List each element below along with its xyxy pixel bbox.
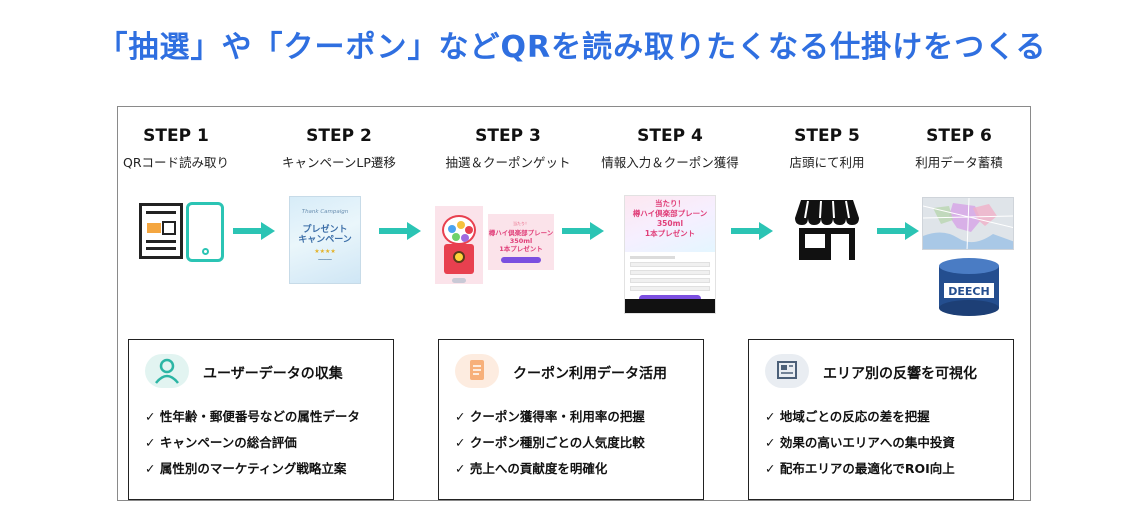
panel-item: ✓ キャンペーンの総合評価: [145, 435, 297, 450]
panel-user-data: ユーザーデータの収集 ✓ 性年齢・郵便番号などの属性データ ✓ キャンペーンの総…: [128, 339, 394, 500]
arrow-right-icon: [562, 222, 604, 240]
panel-item: ✓ クーポン種別ごとの人気度比較: [455, 435, 645, 450]
gacha-machine-image: [435, 206, 483, 284]
panel-area-data: エリア別の反響を可視化 ✓ 地域ごとの反応の差を把握 ✓ 効果の高いエリアへの集…: [748, 339, 1014, 500]
step-title: キャンペーンLP遷移: [282, 155, 396, 170]
step-number: STEP 5: [794, 126, 860, 146]
arrow-right-icon: [877, 222, 919, 240]
campaign-stars: ★★★★: [314, 248, 336, 255]
user-icon: [145, 354, 189, 388]
map-panel-icon: [765, 354, 809, 388]
campaign-date: ━━━━━: [318, 258, 332, 263]
store-icon: [795, 200, 859, 260]
step-number: STEP 6: [926, 126, 992, 146]
campaign-subtitle: Thank Campaign: [301, 209, 349, 215]
coupon-button: [501, 257, 541, 263]
step-1: STEP 1 QRコード読み取り: [96, 126, 256, 171]
panel-item: ✓ 効果の高いエリアへの集中投資: [765, 435, 955, 450]
arrow-right-icon: [731, 222, 773, 240]
panel-item: ✓ クーポン獲得率・利用率の把握: [455, 409, 645, 424]
step-6: STEP 6 利用データ蓄積: [879, 126, 1039, 171]
form-hero-text: 当たり！ 樽ハイ倶楽部プレーン 350ml 1本プレゼント: [632, 199, 708, 238]
page-headline: 「抽選」や「クーポン」などQRを読み取りたくなる仕掛けをつくる: [97, 30, 1047, 65]
arrow-right-icon: [233, 222, 275, 240]
step-4: STEP 4 情報入力＆クーポン獲得: [590, 126, 750, 171]
step-2: STEP 2 キャンペーンLP遷移: [259, 126, 419, 171]
arrow-right-icon: [379, 222, 421, 240]
panel-title: エリア別の反響を可視化: [823, 366, 977, 382]
panel-item: ✓ 地域ごとの反応の差を把握: [765, 409, 930, 424]
panel-title: クーポン利用データ活用: [513, 366, 667, 382]
form-submit-button: [639, 295, 701, 302]
step-number: STEP 1: [143, 126, 209, 146]
flyer-icon: [139, 203, 183, 259]
entry-form-image: 当たり！ 樽ハイ倶楽部プレーン 350ml 1本プレゼント: [624, 195, 716, 314]
panel-item: ✓ 性年齢・郵便番号などの属性データ: [145, 409, 360, 424]
panel-coupon-data: クーポン利用データ活用 ✓ クーポン獲得率・利用率の把握 ✓ クーポン種別ごとの…: [438, 339, 704, 500]
database-label: DEECH: [948, 285, 989, 298]
coupon-image: 当たり！ 樽ハイ倶楽部プレーン 350ml 1本プレゼント: [488, 214, 554, 270]
database-icon: DEECH: [939, 258, 999, 316]
step-title: 利用データ蓄積: [915, 155, 1003, 170]
panel-item: ✓ 配布エリアの最適化でROI向上: [765, 461, 955, 476]
campaign-title: プレゼント キャンペーン: [298, 225, 352, 245]
smartphone-icon: [186, 202, 224, 262]
step-number: STEP 4: [637, 126, 703, 146]
step-title: 情報入力＆クーポン獲得: [601, 155, 739, 170]
area-map-image: [922, 197, 1014, 250]
coupon-top-text: 当たり！: [513, 221, 529, 226]
document-icon: [455, 354, 499, 388]
panel-item: ✓ 属性別のマーケティング戦略立案: [145, 461, 347, 476]
step-title: 抽選＆クーポンゲット: [445, 155, 571, 170]
coupon-main-text: 樽ハイ倶楽部プレーン 350ml 1本プレゼント: [488, 229, 554, 253]
step-3: STEP 3 抽選＆クーポンゲット: [428, 126, 588, 171]
panel-title: ユーザーデータの収集: [203, 366, 343, 382]
step-title: 店頭にて利用: [789, 155, 865, 170]
step-title: QRコード読み取り: [122, 155, 230, 170]
step-number: STEP 2: [306, 126, 372, 146]
step-5: STEP 5 店頭にて利用: [747, 126, 907, 171]
panel-item: ✓ 売上への貢献度を明確化: [455, 461, 608, 476]
campaign-lp-image: Thank Campaign プレゼント キャンペーン ★★★★ ━━━━━: [289, 196, 361, 284]
step-number: STEP 3: [475, 126, 541, 146]
